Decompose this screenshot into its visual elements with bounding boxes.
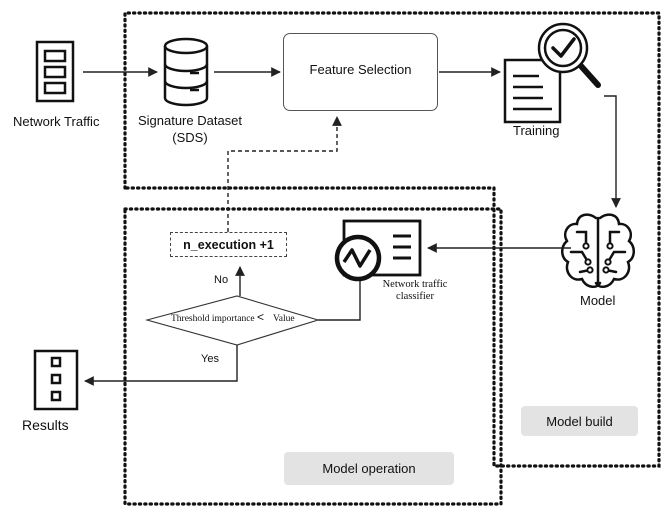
- model-build-tag: Model build: [521, 406, 638, 436]
- yes-label: Yes: [201, 353, 219, 365]
- value-label: Value: [273, 314, 295, 324]
- model-build-label: Model build: [546, 413, 613, 429]
- classifier-icon: [334, 219, 422, 282]
- brain-nodes: [582, 242, 614, 274]
- feature-selection-box: [283, 33, 438, 111]
- results-label: Results: [22, 417, 69, 433]
- feature-selection-label: Feature Selection: [309, 62, 412, 77]
- arrow-training-to-model: [604, 95, 621, 208]
- n-execution-box: n_execution +1: [170, 232, 287, 257]
- n-execution-label: n_execution +1: [183, 237, 274, 252]
- arrow-feedback-to-feature-selection: [227, 116, 342, 232]
- model-build-region: [123, 11, 661, 468]
- model-operation-tag: Model operation: [284, 452, 454, 485]
- classifier-label-line1: Network traffic: [382, 279, 448, 290]
- connectors: [83, 67, 621, 386]
- signature-dataset-label: Signature Dataset: [137, 113, 243, 128]
- training-label: Training: [513, 123, 560, 138]
- network-traffic-label: Network Traffic: [13, 114, 100, 129]
- model-operation-label: Model operation: [322, 461, 416, 476]
- line-classifier-to-decision: [318, 281, 361, 321]
- classifier-label-line2: classifier: [396, 291, 434, 302]
- less-than-symbol: <: [257, 310, 265, 324]
- network-traffic-icon: [35, 40, 75, 103]
- database-icon: [163, 37, 209, 107]
- training-icon: [503, 22, 601, 124]
- signature-dataset-abbrev: (SDS): [172, 130, 208, 145]
- no-label: No: [214, 274, 229, 286]
- brain-icon: [561, 213, 635, 288]
- model-label: Model: [580, 293, 616, 308]
- arrow-decision-yes: [84, 345, 238, 386]
- results-icon: [33, 349, 79, 411]
- model-operation-region: [123, 207, 503, 506]
- threshold-label: Threshold importance: [171, 314, 255, 324]
